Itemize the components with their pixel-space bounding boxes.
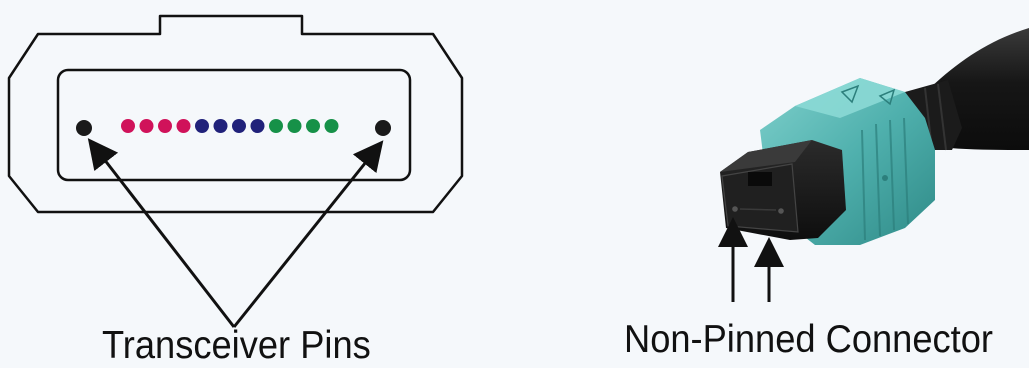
transceiver-pins-label: Transceiver Pins: [102, 324, 371, 367]
transceiver-port-diagram: [7, 14, 464, 328]
guide-hole-left: [732, 206, 738, 212]
fiber-dot: [213, 119, 228, 133]
fiber-dot: [306, 119, 320, 133]
transceiver-pin-right: [375, 120, 391, 136]
fiber-dot: [139, 119, 154, 133]
non-pinned-connector-label: Non-Pinned Connector: [624, 318, 993, 361]
fiber-dot: [158, 119, 172, 133]
guide-hole-right: [778, 208, 784, 214]
fiber-dot: [287, 119, 302, 133]
port-inner-outline: [56, 68, 412, 182]
fiber-dot: [176, 119, 191, 133]
fiber-dot: [250, 119, 265, 133]
mpo-connector-illustration: [718, 28, 1029, 302]
fiber-dot: [269, 119, 283, 133]
ferrule-end-face: [721, 163, 799, 233]
fiber-dot-row: [121, 119, 339, 133]
fiber-dot: [195, 119, 209, 133]
port-outer-outline: [7, 14, 464, 214]
pin-arrow-right: [232, 140, 384, 328]
fiber-dot: [121, 119, 135, 133]
fiber-dot: [232, 119, 246, 133]
pin-arrow-left: [87, 138, 236, 328]
fiber-dot: [324, 119, 339, 133]
transceiver-pin-left: [76, 120, 92, 136]
